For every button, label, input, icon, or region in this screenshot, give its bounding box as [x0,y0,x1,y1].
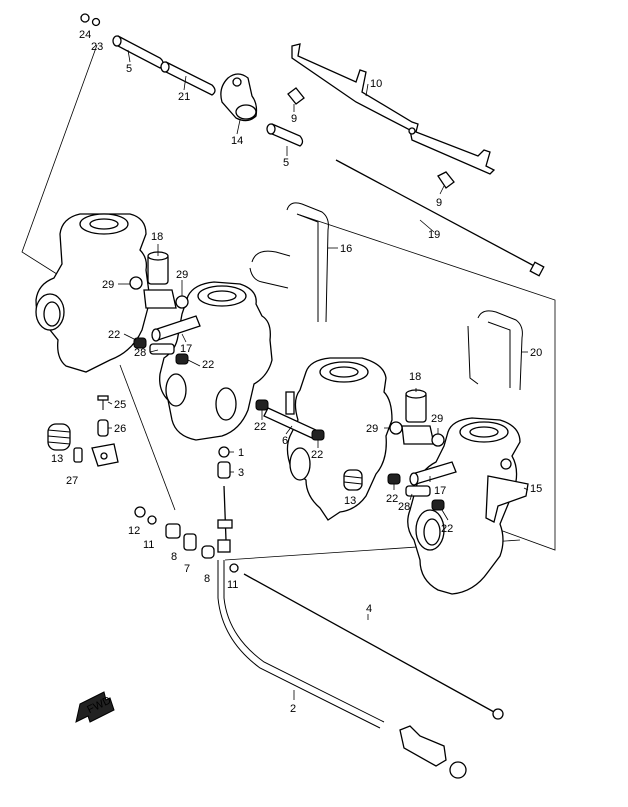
callout-28: 28 [134,347,146,359]
callout-26: 26 [114,423,126,435]
callouts: 24 23 5 21 14 9 10 5 9 19 16 18 29 29 22… [51,29,542,715]
screw-25 [97,395,109,410]
callout-22: 22 [441,523,453,535]
bracket-15 [485,458,529,523]
callout-22: 22 [311,449,323,461]
callout-5: 5 [126,63,132,75]
t-joint-17-right [409,461,457,486]
callout-1: 1 [238,447,244,459]
callout-8: 8 [171,551,177,563]
bracket-10 [291,43,496,175]
callout-22: 22 [108,329,120,341]
callout-20: 20 [530,347,542,359]
callout-29: 29 [366,423,378,435]
callout-19: 19 [428,229,440,241]
hose-5-top [112,35,164,69]
caps-22 [133,337,445,511]
callout-7: 7 [184,563,190,575]
joint-14 [220,73,258,122]
cable-19 [335,159,545,277]
callout-14: 14 [231,135,243,147]
callout-9: 9 [436,197,442,209]
callout-17: 17 [434,485,446,497]
callout-18: 18 [151,231,163,243]
callout-22: 22 [386,493,398,505]
callout-17: 17 [180,343,192,355]
hose-21 [160,61,216,96]
callout-27: 27 [66,475,78,487]
clip-9-top [287,87,305,105]
callout-13: 13 [51,453,63,465]
callout-3: 3 [238,467,244,479]
callout-24: 24 [79,29,91,41]
callout-10: 10 [370,78,382,90]
callout-23: 23 [91,41,103,53]
callout-5: 5 [283,157,289,169]
cable-4 [243,573,504,720]
fuel-joint-18-left [129,251,189,309]
spring-13-center [343,469,363,491]
spring-26 [97,419,109,437]
callout-2: 2 [290,703,296,715]
callout-15: 15 [530,483,542,495]
spring-13-left [47,423,71,451]
hose-20 [467,310,523,391]
hose-16 [249,202,329,323]
fuel-joint-18-right [389,389,445,447]
callout-29: 29 [102,279,114,291]
callout-28: 28 [398,501,410,513]
callout-16: 16 [340,243,352,255]
clamp-23-24 [80,13,101,27]
callout-13: 13 [344,495,356,507]
assembly-frame-lines [21,44,556,561]
clip-9-lower [437,171,455,189]
screw-27 [73,447,83,463]
callout-18: 18 [409,371,421,383]
hose-5-lower [266,123,304,147]
callout-25: 25 [114,399,126,411]
callout-29: 29 [431,413,443,425]
adjuster-parts [134,446,239,573]
fittings-28 [149,343,431,497]
callout-6: 6 [282,435,288,447]
callout-11: 11 [143,539,154,551]
callout-21: 21 [178,91,190,103]
bracket-26 [91,443,119,467]
callout-22: 22 [202,359,214,371]
carburetor-4 [407,417,521,595]
t-joint-17-left [151,315,201,342]
carburetor-3 [286,357,393,521]
callout-8: 8 [204,573,210,585]
callout-22: 22 [254,421,266,433]
fwd-arrow-icon: FWD [75,691,115,723]
leader-lines [107,49,529,700]
callout-12: 12 [128,525,140,537]
callout-29: 29 [176,269,188,281]
carburetor-1 [35,213,151,373]
callout-9: 9 [291,113,297,125]
callout-11: 11 [227,579,238,591]
callout-4: 4 [366,603,372,615]
cable-2 [217,560,467,779]
